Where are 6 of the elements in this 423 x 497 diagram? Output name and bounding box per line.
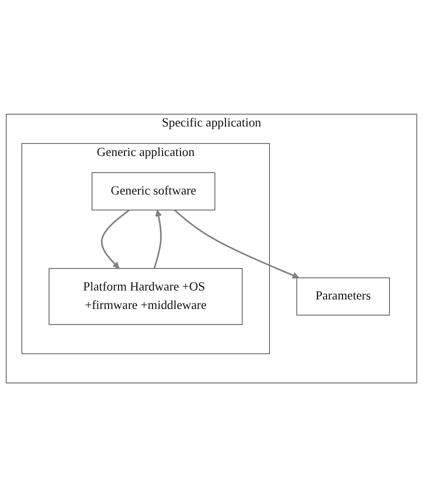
arrow [174, 209, 300, 278]
node-box: Platform Hardware +OS +firmware +middleware [48, 268, 243, 325]
node-box: Parameters [296, 277, 390, 316]
arrow [154, 210, 162, 269]
node-box: Generic software [92, 172, 216, 210]
arrow [101, 209, 130, 269]
